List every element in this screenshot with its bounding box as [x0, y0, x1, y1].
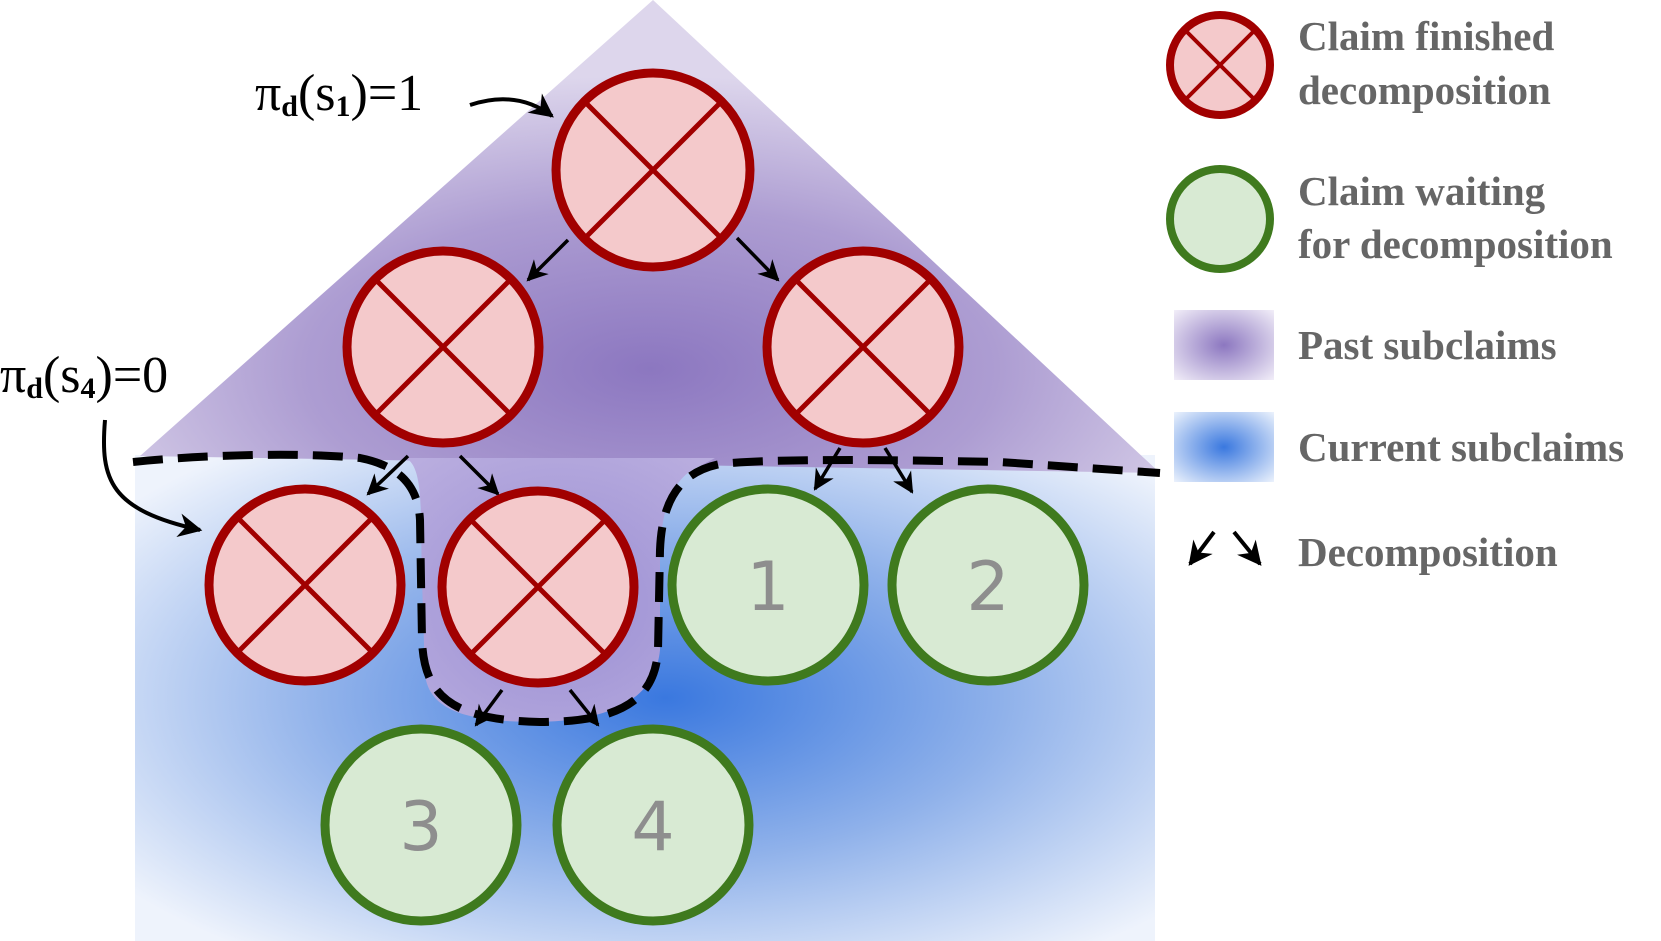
legend-current-label: Current subclaims [1298, 424, 1624, 470]
claim-waiting-3: 3 [320, 724, 522, 926]
claim-finished-s1 [551, 68, 755, 272]
arrow-s1-left [526, 238, 570, 282]
legend-finished-icon [1166, 11, 1274, 119]
arrow-left-to-s4 [366, 454, 410, 496]
arrow-left-to-mid [458, 454, 500, 496]
claim-number-3: 3 [399, 788, 442, 867]
annotation-arrow-s1 [469, 93, 554, 118]
claim-number-1: 1 [746, 548, 789, 627]
arrow-right-to-1 [813, 447, 842, 491]
arrow-s1-right [735, 236, 780, 282]
legend-current-swatch [1174, 412, 1274, 482]
claim-finished-s4 [204, 484, 406, 686]
arrow-right-to-2 [883, 447, 914, 494]
legend-finished-line2: decomposition [1298, 67, 1551, 113]
claim-number-4: 4 [631, 788, 674, 867]
legend-waiting-icon [1166, 165, 1274, 273]
claim-finished-left [342, 246, 544, 448]
legend-waiting-line2: for decomposition [1298, 221, 1613, 267]
legend-past-label: Past subclaims [1298, 322, 1557, 368]
claim-waiting-1: 1 [667, 484, 869, 686]
claim-finished-right [762, 246, 964, 448]
arrow-mid-to-4 [568, 688, 600, 727]
legend-waiting-line1: Claim waiting [1298, 168, 1546, 214]
claim-finished-mid [437, 486, 639, 688]
legend-decomposition-label: Decomposition [1298, 529, 1558, 575]
claim-waiting-2: 2 [887, 484, 1089, 686]
arrow-mid-to-3 [474, 688, 504, 727]
annotation-pi-s4: πd(s4)=0 [0, 347, 168, 405]
annotation-arrow-s4 [101, 419, 203, 538]
claim-waiting-4: 4 [552, 724, 754, 926]
decomposition-arrows [366, 236, 914, 727]
legend-decomposition-icon [1188, 530, 1262, 566]
legend-finished-line1: Claim finished [1298, 13, 1554, 59]
legend-past-swatch [1174, 310, 1274, 380]
annotation-pi-s1: πd(s1)=1 [255, 65, 423, 123]
boundary-dashed-line [132, 450, 1161, 727]
legend: Claim finished decomposition Claim waiti… [1166, 11, 1624, 575]
claim-number-2: 2 [966, 548, 1009, 627]
